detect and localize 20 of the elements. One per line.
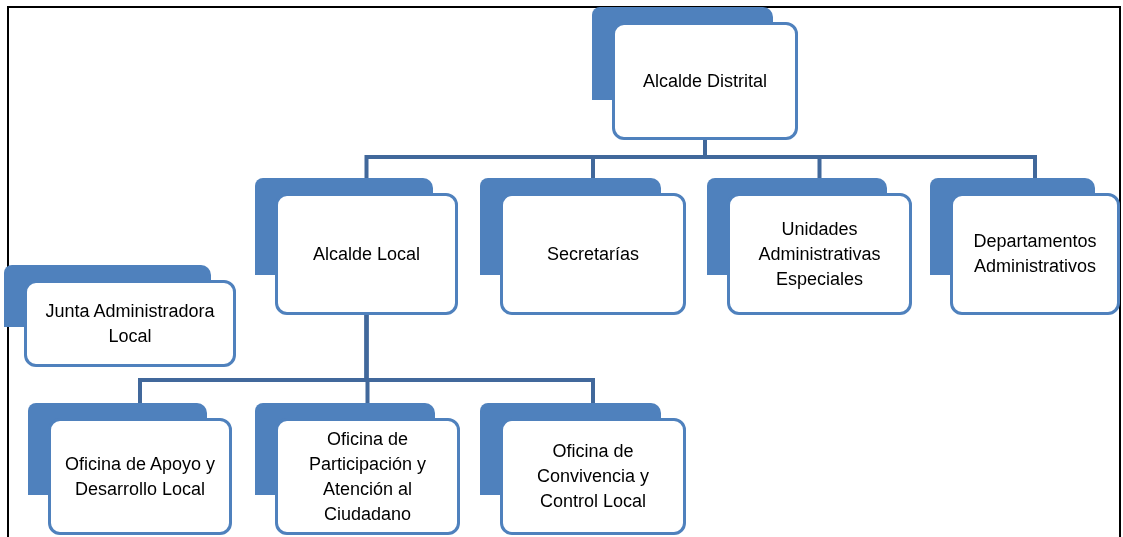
box-label: Unidades Administrativas Especiales (757, 217, 882, 291)
connector-line (364, 315, 595, 403)
org-box (707, 178, 912, 315)
connector-line (703, 140, 1037, 178)
org-box (28, 403, 232, 535)
box-label: Junta Administradora Local (44, 299, 216, 348)
org-box (930, 178, 1120, 315)
box-label: Secretarías (546, 242, 639, 266)
org-box (480, 403, 686, 535)
box-label: Oficina de Convivencia y Control Local (535, 440, 651, 513)
org-box (592, 7, 798, 140)
box-label: Oficina de Participación y Atención al Ciudadano (307, 427, 428, 526)
org-box (255, 178, 458, 315)
org-box (4, 265, 236, 367)
org-box (480, 178, 686, 315)
box-label: Alcalde Distrital (642, 69, 767, 93)
box-label: Oficina de Apoyo y Desarrollo Local (63, 452, 217, 501)
org-box (255, 403, 460, 535)
box-label: Departamentos Administrativos (972, 230, 1098, 278)
box-label: Alcalde Local (312, 242, 421, 266)
